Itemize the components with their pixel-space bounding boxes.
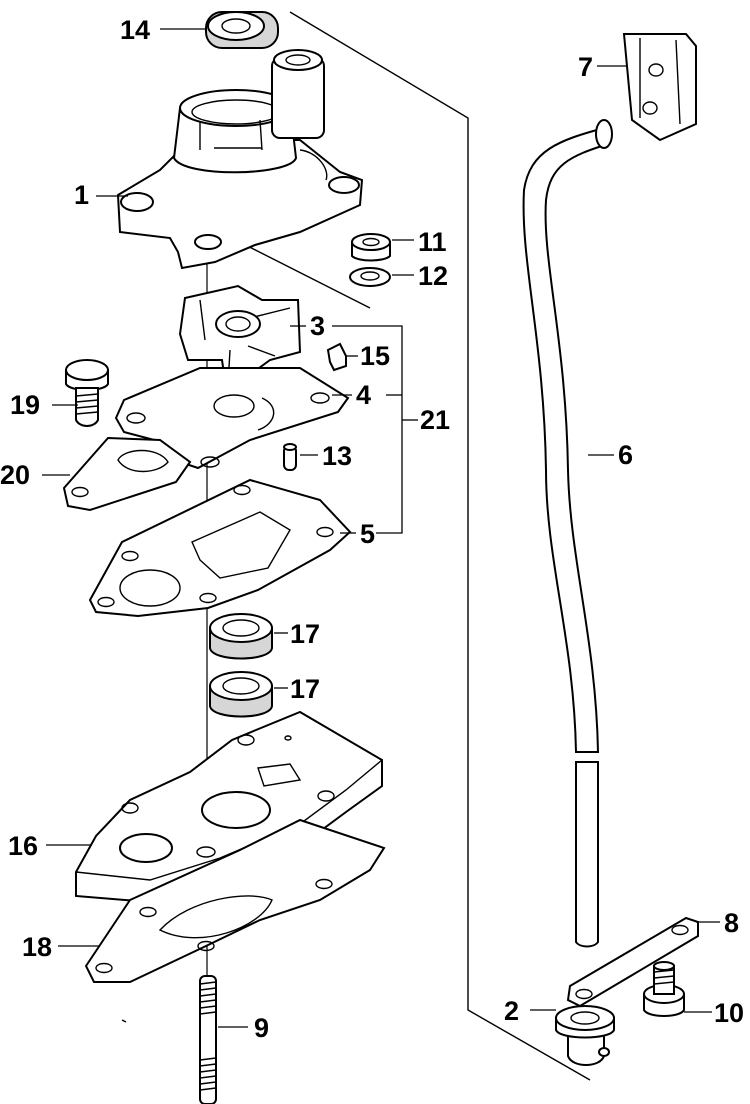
seal-part-17-upper	[209, 613, 273, 660]
callout-12: 12	[418, 261, 448, 291]
callout-20: 20	[0, 460, 30, 490]
callout-9: 9	[254, 1013, 269, 1043]
dowel-pin-part-13	[283, 443, 297, 471]
pump-housing-part-16	[75, 710, 383, 904]
bolt-part-19	[65, 359, 109, 427]
callout-18: 18	[22, 932, 52, 962]
callout-3: 3	[310, 311, 325, 341]
callout-16: 16	[8, 831, 38, 861]
callout-5: 5	[360, 519, 375, 549]
callout-4: 4	[356, 380, 371, 410]
callout-17-lower: 17	[290, 674, 320, 704]
callout-13: 13	[322, 441, 352, 471]
washer-part-12	[349, 267, 391, 287]
callout-19: 19	[10, 390, 40, 420]
callout-2: 2	[504, 996, 519, 1026]
callout-6: 6	[618, 440, 633, 470]
callout-14: 14	[120, 15, 150, 45]
bushing-part-2	[555, 1005, 615, 1066]
gasket-part-18	[84, 818, 386, 983]
stud-part-9	[199, 975, 217, 1104]
callout-7: 7	[578, 52, 593, 82]
grommet-part-7	[622, 33, 697, 142]
leader-lines	[42, 28, 720, 1028]
assembly-frame	[289, 11, 591, 1081]
pump-case-part-1	[116, 49, 364, 270]
callout-17-upper: 17	[290, 619, 320, 649]
callout-8: 8	[724, 908, 739, 938]
key-part-15	[326, 342, 347, 372]
gasket-part-5	[88, 478, 352, 618]
callout-1: 1	[74, 180, 89, 210]
callout-15: 15	[360, 341, 390, 371]
oil-seal-part-14	[205, 11, 279, 49]
seal-part-17-lower	[209, 671, 273, 718]
callout-21: 21	[420, 405, 450, 435]
callout-10: 10	[714, 998, 744, 1028]
bolt-part-10	[643, 961, 685, 1017]
nut-part-11	[351, 233, 391, 262]
water-tube-part-6	[522, 119, 613, 948]
callout-11: 11	[418, 227, 447, 257]
gasket-part-20	[62, 436, 192, 512]
